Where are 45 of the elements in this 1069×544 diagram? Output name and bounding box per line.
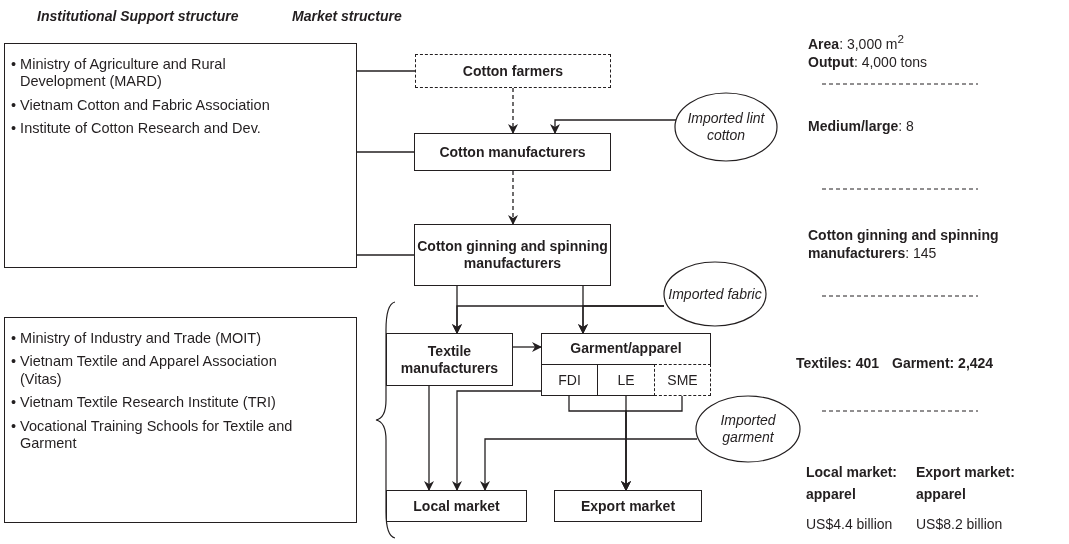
input-ellipse: Imported lint cotton (675, 93, 777, 161)
arrow (480, 438, 698, 491)
arrow (424, 385, 434, 491)
list-item: • Vietnam Textile Research Institute (TRI) (11, 394, 277, 412)
statistic-text: Area: 3,000 m$^{2}$ (808, 32, 904, 54)
statistic-text: Output: 4,000 tons (808, 54, 928, 72)
arrow (512, 342, 542, 352)
process-box (541, 333, 711, 396)
list-item: • Vietnam Textile and Apparel Association (Vitas) (11, 353, 278, 389)
statistic-text: Medium/large: 8 (808, 118, 914, 136)
market-heading: Export market: apparel (916, 463, 1016, 504)
value-text: US$8.2 billion (916, 516, 1003, 534)
arrow (621, 395, 683, 491)
list-item: • Ministry of Agriculture and Rural Development (MARD) (11, 56, 227, 91)
arrow (508, 87, 518, 134)
connector-line (356, 151, 415, 153)
box-title: Garment/apparel (570, 340, 682, 357)
market-box: Local market (386, 490, 527, 522)
process-box: Textile manufacturers (386, 333, 513, 386)
list-item: • Vocational Training Schools for Textile and Garment (11, 417, 294, 453)
arrow (550, 119, 677, 134)
arrow (452, 390, 542, 491)
column-heading: Market structure (292, 8, 402, 26)
list-item: • Vietnam Cotton and Fabric Association (11, 96, 271, 115)
process-box: Cotton farmers (415, 54, 611, 88)
arrow (508, 170, 518, 225)
value-text: US$4.4 billion (806, 516, 893, 534)
market-heading: Local market: apparel (806, 463, 899, 504)
statistic-text: Cotton ginning and spinning manufacturers: 145 (808, 227, 1000, 262)
input-ellipse: Imported garment (696, 396, 800, 462)
statistic-text: Textiles: 401 (796, 355, 879, 373)
process-box: Cotton manufacturers (414, 133, 611, 171)
arrow (578, 305, 665, 334)
statistic-text: Garment: 2,424 (892, 355, 994, 373)
institution-list-box (4, 317, 357, 523)
column-heading: Institutional Support structure (37, 8, 239, 26)
connector-line (356, 70, 416, 72)
market-box: Export market (554, 490, 702, 522)
connector-line (356, 254, 415, 256)
input-ellipse: Imported fabric (664, 262, 766, 326)
process-box: Cotton ginning and spinning manufacturers (414, 224, 611, 286)
list-item: • Ministry of Industry and Trade (MOIT) (11, 330, 263, 348)
institution-list-box (4, 43, 357, 268)
segment-cell: SME (654, 364, 711, 396)
list-item: • Institute of Cotton Research and Dev. (11, 120, 262, 138)
